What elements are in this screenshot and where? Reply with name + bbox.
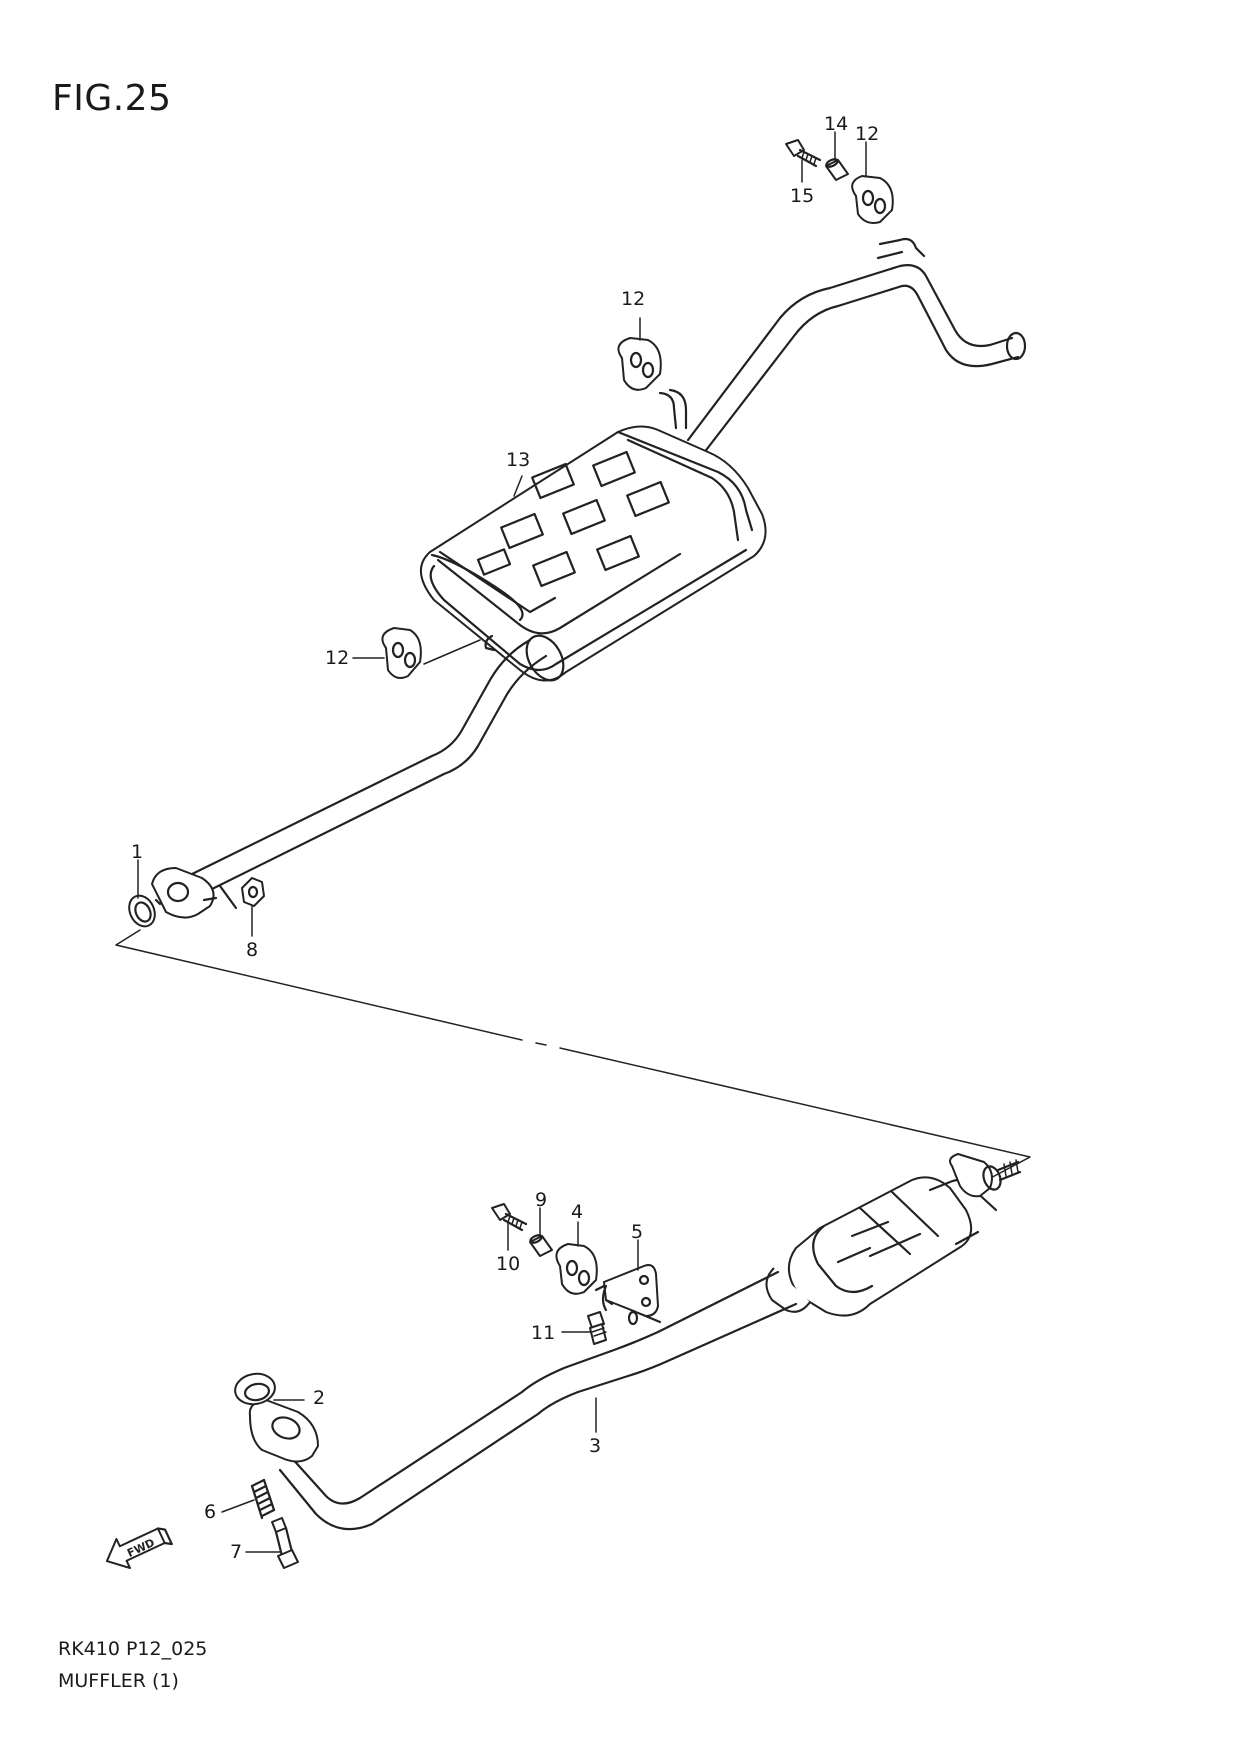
callout-8: 8: [246, 939, 258, 961]
callout-1: 1: [131, 841, 143, 863]
figure-title: FIG.25: [52, 78, 172, 119]
callout-15: 15: [790, 185, 814, 207]
part-12-hanger-lower: [381, 627, 422, 679]
callout-10: 10: [496, 1253, 520, 1275]
callout-12-upper: 12: [855, 123, 879, 145]
part-9-collar: [529, 1234, 553, 1257]
callout-12-lower: 12: [325, 647, 349, 669]
hanger-rod-muffler: [658, 388, 688, 430]
front-pipe: [278, 1267, 811, 1531]
figure-name: MUFFLER (1): [58, 1670, 179, 1692]
callout-2: 2: [313, 1387, 325, 1409]
callout-14: 14: [824, 113, 848, 135]
figure-code: RK410 P12_025: [58, 1638, 208, 1660]
callout-11: 11: [531, 1322, 555, 1344]
center-pipe-flange: [151, 867, 218, 919]
tail-pipe: [686, 237, 1027, 460]
part-8-nut: [241, 877, 265, 907]
part-5-bracket: [594, 1264, 659, 1317]
callout-7: 7: [230, 1541, 242, 1563]
callout-labels: 1 2 3 4 5 6 7 8 9 10 11 12 12 12 13 14 1…: [131, 113, 879, 1563]
front-pipe-flange: [248, 1399, 319, 1463]
callout-13: 13: [506, 449, 530, 471]
part-10-bolt: [491, 1203, 528, 1232]
part-1-gasket-ring: [128, 894, 156, 928]
part-4-hanger: [555, 1243, 598, 1295]
part-15-bolt: [785, 139, 822, 168]
catalytic-converter: [788, 1153, 1022, 1317]
part-7-bolt: [271, 1517, 299, 1569]
callout-12-middle: 12: [621, 288, 645, 310]
rear-muffler: [420, 425, 767, 682]
center-pipe: [186, 634, 548, 910]
part-12-hanger-middle: [617, 337, 662, 391]
callout-6: 6: [204, 1501, 216, 1523]
callout-5: 5: [631, 1221, 643, 1243]
part-12-hanger-upper: [851, 175, 894, 224]
part-11-bolt: [587, 1311, 607, 1345]
part-6-spring: [250, 1478, 276, 1520]
callout-3: 3: [589, 1435, 601, 1457]
assembly-connector-line: [115, 929, 1031, 1182]
part-14-collar: [825, 158, 849, 181]
forward-direction-arrow: FWD: [105, 1527, 173, 1569]
leader-lines: [137, 131, 867, 1553]
part-2-gasket: [234, 1372, 276, 1406]
callout-4: 4: [571, 1201, 583, 1223]
callout-9: 9: [535, 1189, 547, 1211]
